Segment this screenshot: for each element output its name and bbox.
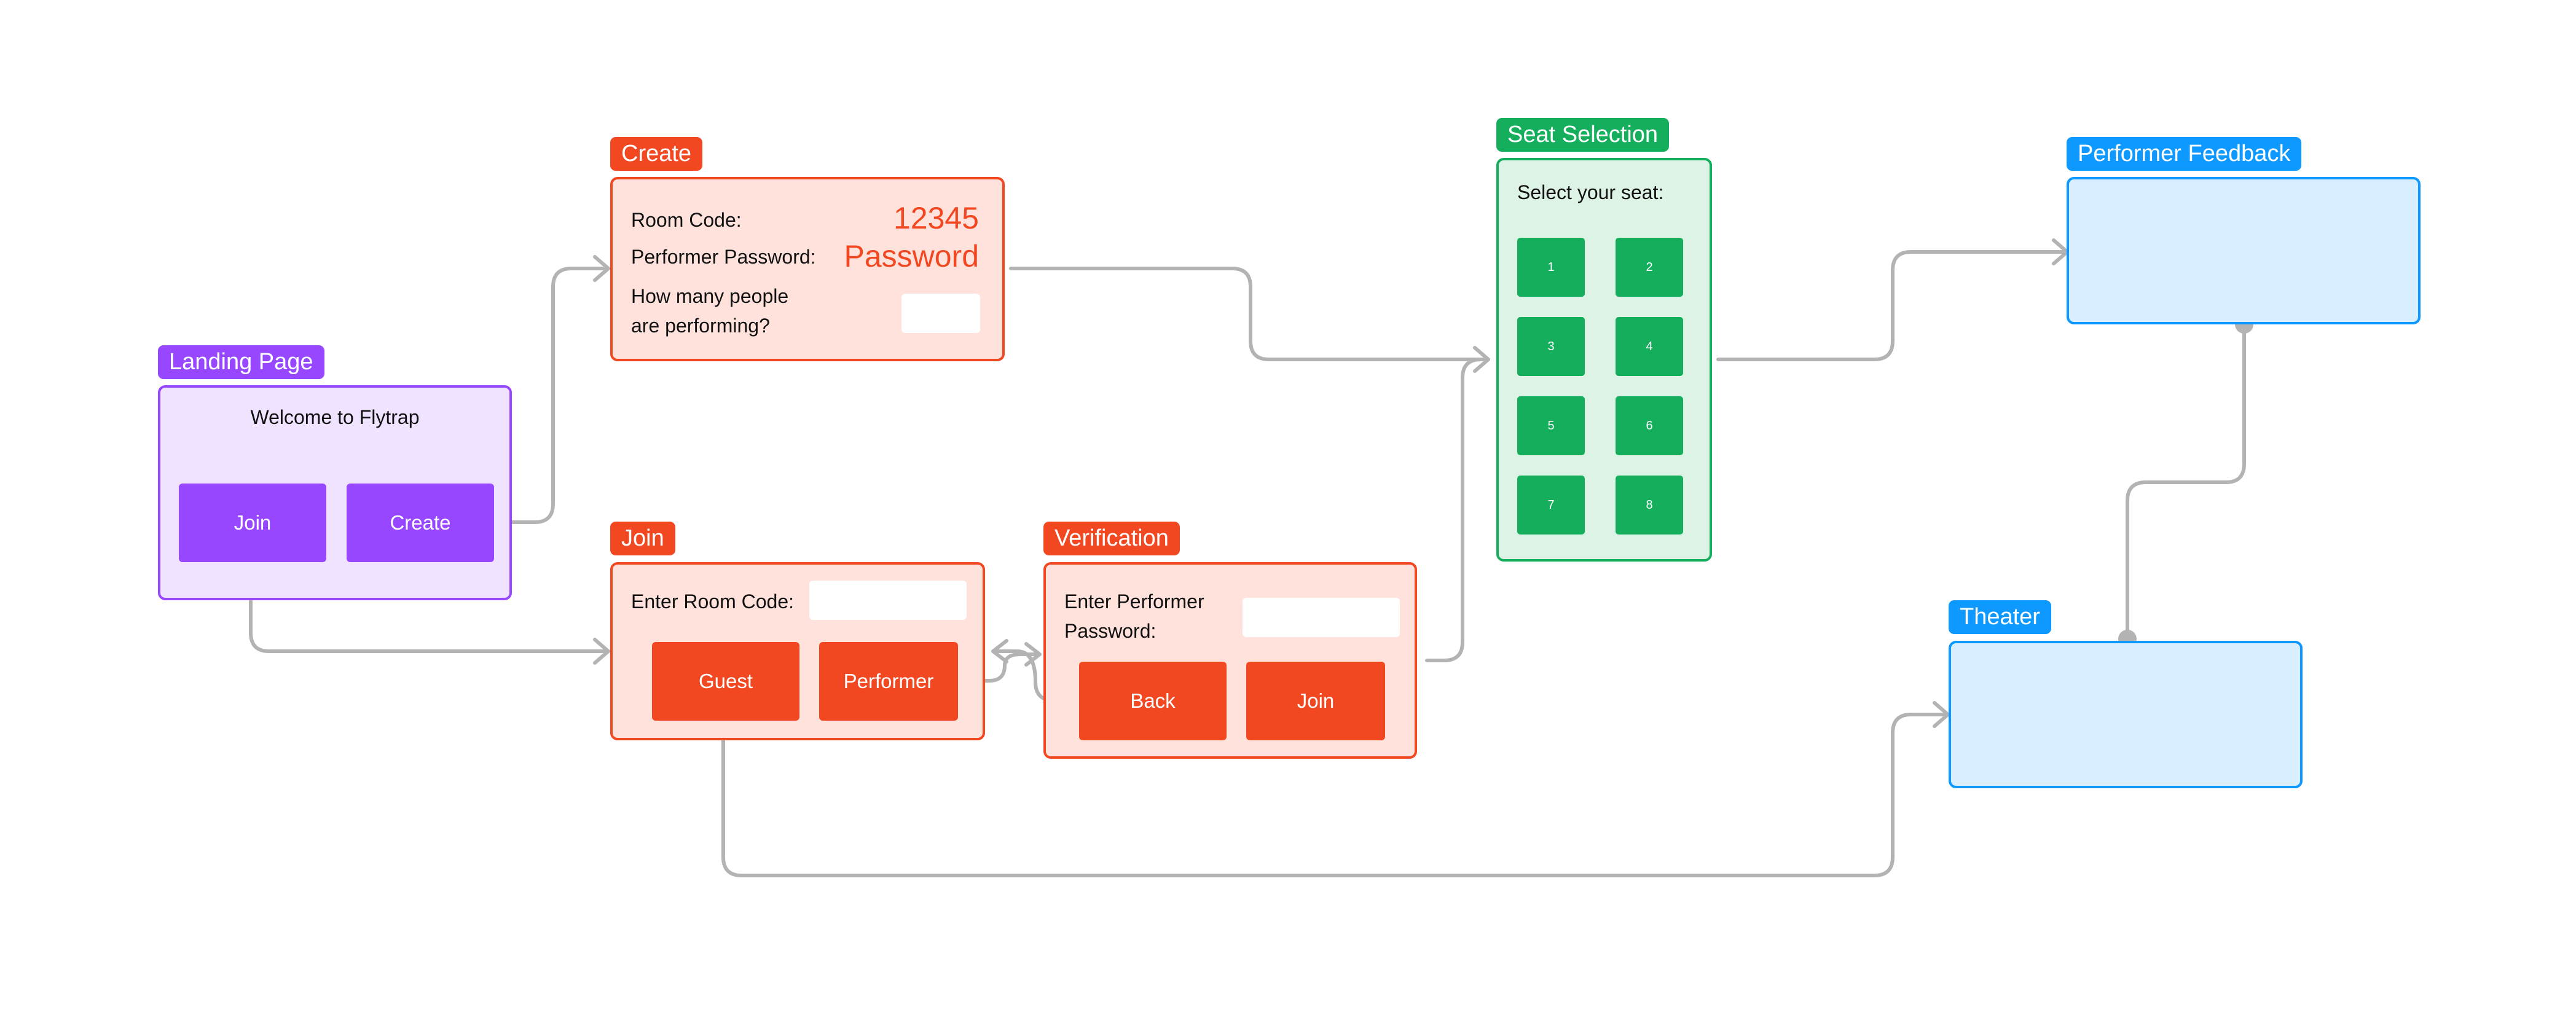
performer-feedback-tag: Performer Feedback [2067,137,2302,171]
seat-selection-frame: Select your seat: 1 2 3 4 5 6 7 8 [1496,158,1712,562]
arrowhead-join [593,638,610,665]
landing-page-frame: Welcome to Flytrap Join Create [158,385,512,600]
room-code-input[interactable] [809,581,967,620]
arrowhead-create [593,255,610,282]
performer-count-label-line2: are performing? [631,315,770,337]
performer-count-input[interactable] [901,294,980,333]
landing-page-tag: Landing Page [158,345,324,379]
seat-prompt: Select your seat: [1517,181,1664,203]
performer-feedback-frame [2067,177,2421,324]
seat-7-button[interactable]: 7 [1517,476,1585,535]
connector-guest-to-theater [721,713,1949,877]
performer-button[interactable]: Performer [819,642,958,721]
performer-password-label: Performer Password: [631,246,816,268]
verification-join-button[interactable]: Join [1246,662,1385,740]
seat-1-button[interactable]: 1 [1517,238,1585,297]
connector-landing-to-create [490,267,608,524]
theater-tag: Theater [1949,600,2051,634]
connector-performer-to-verification [956,652,1040,683]
seat-5-button[interactable]: 5 [1517,396,1585,455]
enter-room-code-label: Enter Room Code: [631,590,795,613]
seat-3-button[interactable]: 3 [1517,317,1585,376]
connector-create-to-seats [1009,267,1489,361]
arrowhead-join-return [991,639,1008,664]
seat-selection-tag: Seat Selection [1496,118,1670,152]
verification-password-label-line1: Enter Performer [1064,590,1204,613]
verification-password-label-line2: Password: [1064,620,1156,642]
seat-6-button[interactable]: 6 [1616,396,1683,455]
seat-8-button[interactable]: 8 [1616,476,1683,535]
seat-4-button[interactable]: 4 [1616,317,1683,376]
guest-button[interactable]: Guest [652,642,799,721]
landing-create-button[interactable]: Create [347,484,494,562]
connector-landing-to-join [249,566,608,653]
room-code-value: 12345 [893,201,979,235]
verification-frame: Enter Performer Password: Back Join [1043,562,1417,759]
verification-tag: Verification [1043,522,1180,555]
seat-2-button[interactable]: 2 [1616,238,1683,297]
verification-password-input[interactable] [1243,598,1400,637]
arrowhead-theater [1933,701,1950,728]
landing-join-button[interactable]: Join [179,484,326,562]
create-frame: Room Code: 12345 Performer Password: Pas… [610,177,1005,361]
theater-frame [1949,641,2303,788]
room-code-label: Room Code: [631,209,742,231]
performer-password-value: Password [844,239,979,273]
connector-seats-to-feedback [1716,250,2068,361]
join-frame: Enter Room Code: Guest Performer [610,562,985,740]
verification-back-button[interactable]: Back [1079,662,1227,740]
join-tag: Join [610,522,675,555]
connector-verification-to-seats [1425,358,1489,662]
performer-count-label-line1: How many people [631,285,789,307]
welcome-text: Welcome to Flytrap [250,406,420,428]
connector-theater-to-feedback [2126,323,2246,641]
create-tag: Create [610,137,703,171]
